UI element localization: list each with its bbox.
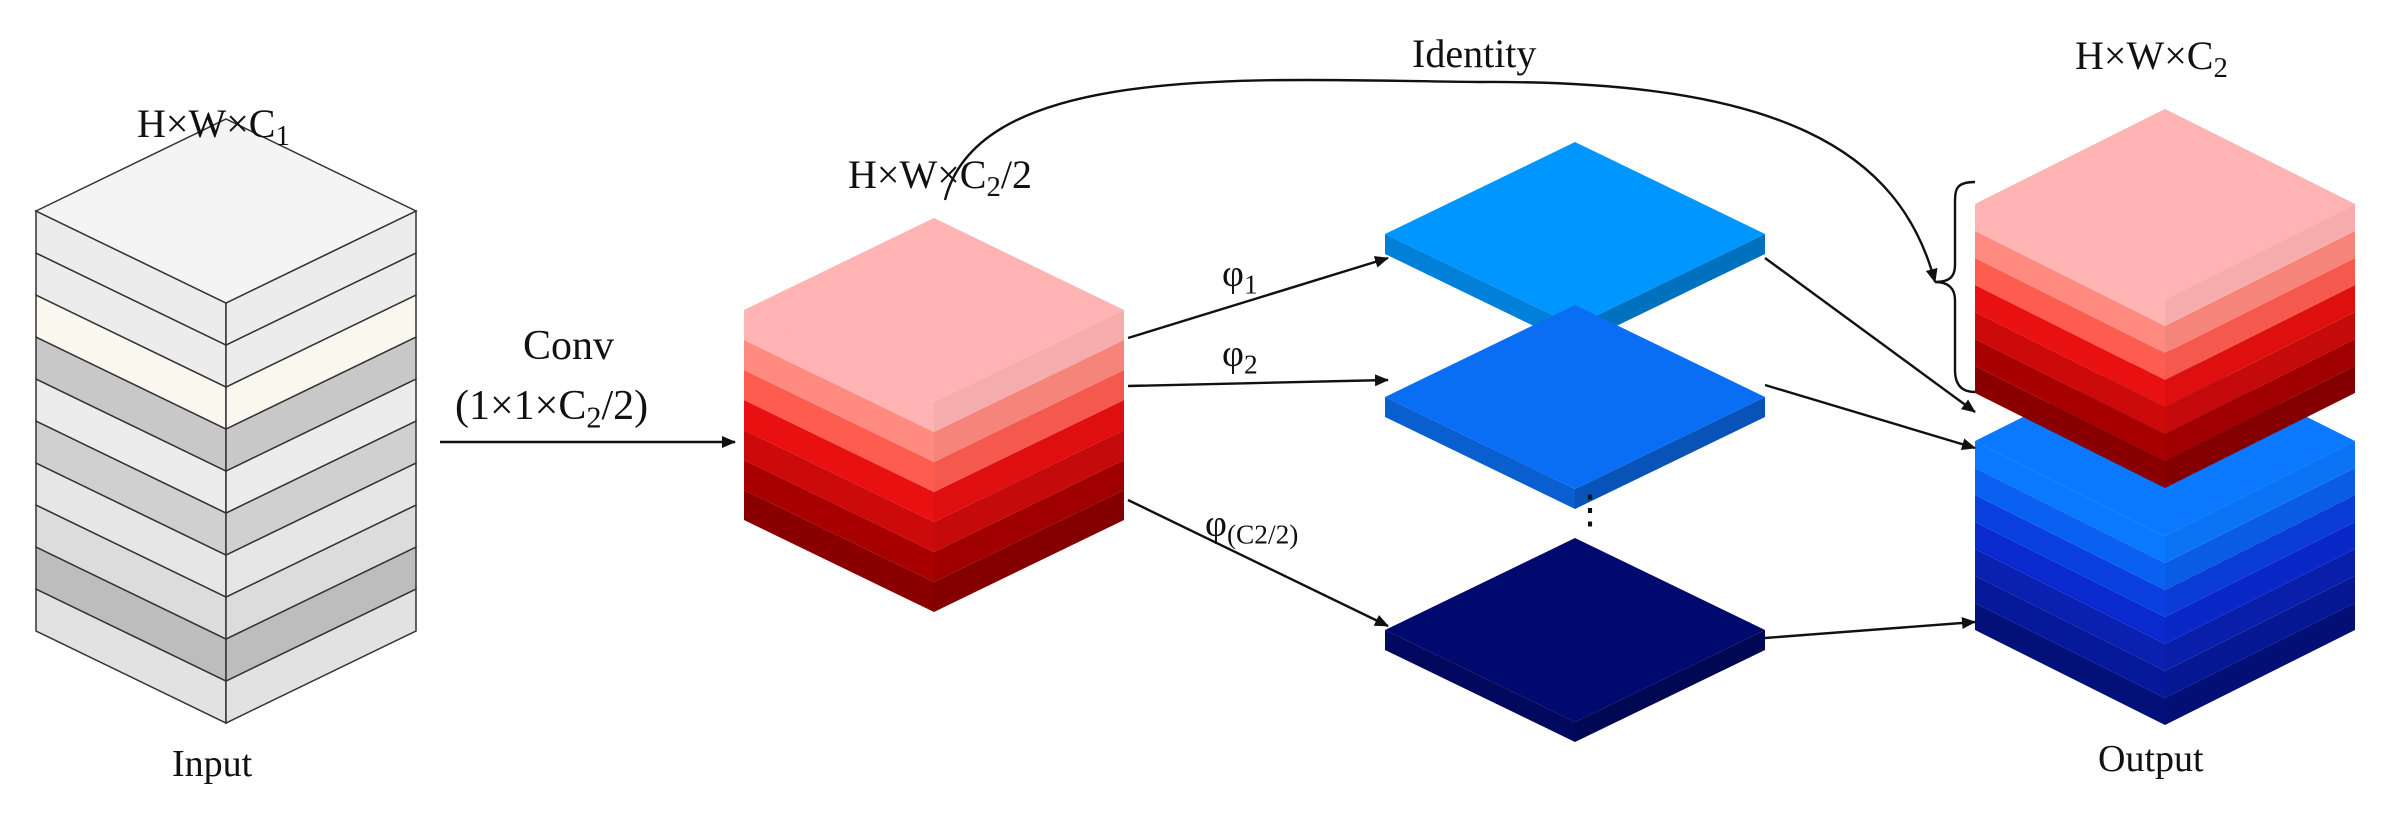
red-slab-layer	[744, 400, 1124, 522]
output-red-slab-layer	[1975, 258, 2355, 380]
output-red-slab-layer	[1975, 312, 2355, 434]
plane-1-to-output-arrow	[1764, 257, 1976, 413]
red-slab-layer	[744, 340, 1124, 462]
conv-label: Conv	[523, 323, 615, 369]
red-slab-layer	[744, 218, 1124, 432]
input-slab-layer	[35, 419, 417, 557]
output-blue-slab-layer	[1975, 522, 2355, 644]
output-feature-stack	[1975, 109, 2355, 725]
phi-2-label: φ2	[1222, 333, 1258, 380]
flow-arrows	[440, 78, 1976, 640]
ellipsis-label: ⋮	[1570, 487, 1610, 532]
plane-2-to-output-arrow	[1764, 383, 1976, 451]
split-channel-planes	[1385, 142, 1765, 742]
output-red-slab-layer	[1975, 339, 2355, 461]
channel-plane	[1385, 305, 1765, 509]
phi-2-arrow	[1127, 374, 1389, 388]
mid-dims-label: H×W×C2/2	[848, 152, 1032, 204]
output-red-slab-layer	[1975, 285, 2355, 407]
output-blue-slab-layer	[1975, 495, 2355, 617]
output-red-slab-layer	[1975, 109, 2355, 326]
output-red-slab-layer	[1975, 366, 2355, 488]
input-dims-label: H×W×C1	[137, 101, 290, 153]
phi-n-arrow	[1127, 498, 1389, 628]
red-slab-layer	[744, 430, 1124, 552]
red-slab-layer	[744, 460, 1124, 582]
input-slab-layer	[34, 118, 418, 347]
channel-plane	[1385, 142, 1765, 346]
output-blue-slab-layer	[1975, 576, 2355, 698]
red-slab-layer	[744, 490, 1124, 612]
output-blue-slab-layer	[1975, 468, 2355, 590]
conv-params-label: (1×1×C2/2)	[455, 383, 649, 435]
phi-n-label: φ(C2/2)	[1205, 503, 1299, 550]
reduced-feature-stack	[744, 218, 1124, 612]
red-slab-layer	[744, 370, 1124, 492]
identity-brace	[1934, 180, 1976, 394]
output-red-slab-layer	[1975, 231, 2355, 353]
identity-arrow	[943, 78, 1938, 283]
phi-1-arrow	[1127, 256, 1389, 340]
channel-plane	[1385, 538, 1765, 742]
input-label: Input	[172, 743, 253, 785]
identity-label: Identity	[1412, 31, 1537, 76]
output-blue-slab-layer	[1975, 603, 2355, 725]
phi-1-label: φ1	[1222, 253, 1258, 300]
input-feature-stack	[34, 118, 418, 725]
plane-n-to-output-arrow	[1764, 617, 1976, 640]
output-label: Output	[2098, 738, 2204, 780]
output-dims-label: H×W×C2	[2075, 33, 2228, 85]
output-blue-slab-layer	[1975, 549, 2355, 671]
